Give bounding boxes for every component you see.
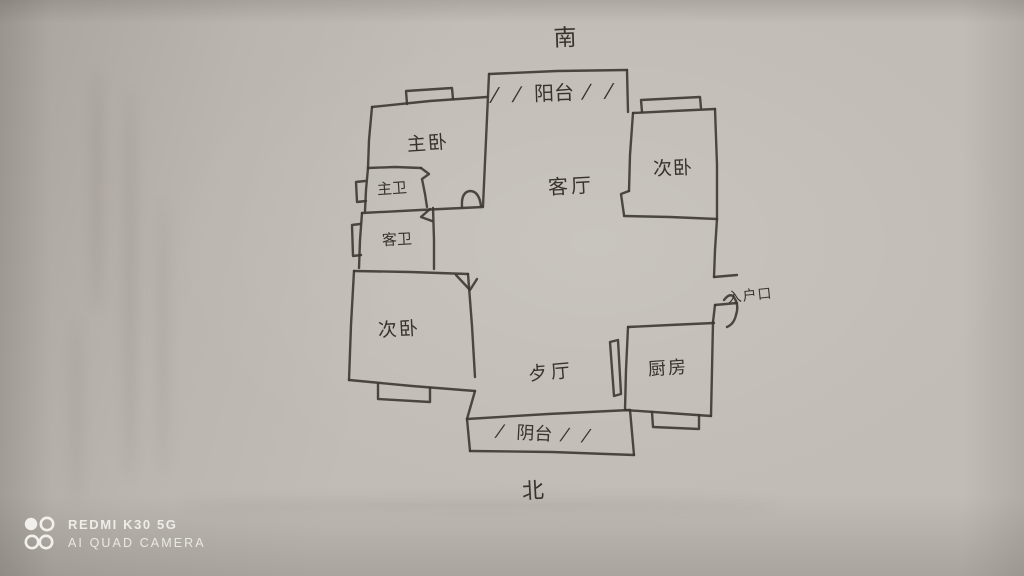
master-bathroom-walls bbox=[354, 166, 431, 213]
door-opening-hook bbox=[619, 189, 631, 217]
entrance-jamb bbox=[712, 273, 739, 279]
master-bedroom-walls bbox=[366, 86, 489, 170]
wall-segment bbox=[465, 408, 632, 421]
wall-segment bbox=[631, 107, 717, 115]
door-fold bbox=[419, 207, 434, 223]
window-marker bbox=[639, 95, 703, 114]
wall-segment bbox=[366, 105, 374, 170]
wall-segment bbox=[370, 95, 489, 109]
wall-segment bbox=[487, 68, 629, 76]
door-fold bbox=[454, 273, 479, 292]
compass-north-label: 北 bbox=[521, 478, 545, 505]
wall-segment bbox=[709, 320, 715, 418]
door-swing-arc bbox=[460, 189, 483, 209]
wall-segment bbox=[628, 408, 636, 457]
wall-segment bbox=[481, 72, 491, 208]
wall-segment bbox=[466, 272, 477, 379]
entrance-jamb bbox=[713, 301, 739, 307]
wall-segment bbox=[357, 211, 364, 270]
wall-segment bbox=[363, 166, 370, 213]
window-marker bbox=[650, 410, 701, 431]
kitchen-walls bbox=[608, 321, 716, 431]
watermark-text: REDMI K30 5G AI QUAD CAMERA bbox=[68, 517, 206, 550]
wall-segment bbox=[352, 269, 470, 276]
wall-segment bbox=[711, 303, 717, 324]
label-bedroom-southwest: 次卧 bbox=[377, 317, 421, 342]
wall-segment bbox=[713, 107, 719, 221]
door-leaf bbox=[608, 338, 623, 398]
hallway-walls bbox=[360, 189, 485, 223]
bedroom-northeast-walls bbox=[619, 95, 719, 221]
window-marker bbox=[404, 86, 455, 106]
watermark-device-text: REDMI K30 5G bbox=[68, 516, 178, 532]
door-swing-arc bbox=[722, 294, 739, 329]
compass-south-label: 南 bbox=[553, 25, 577, 52]
window-marker bbox=[350, 222, 363, 258]
label-dining-room: 歺厅 bbox=[527, 359, 575, 386]
hatch-marks: / / bbox=[579, 79, 621, 103]
wall-segment bbox=[622, 214, 719, 221]
balcony-north-name: 阴台 bbox=[515, 422, 553, 446]
wall-segment bbox=[623, 408, 713, 418]
window-marker bbox=[354, 179, 368, 204]
balcony-south-walls bbox=[481, 68, 630, 208]
wall-segment bbox=[347, 378, 477, 393]
guest-bathroom-walls bbox=[350, 206, 436, 271]
label-balcony-south: / / 阳台 / / bbox=[488, 79, 621, 106]
wall-segment bbox=[626, 321, 716, 329]
label-master-bathroom: 主卫 bbox=[376, 178, 408, 199]
wall-segment bbox=[431, 206, 436, 271]
label-living-room: 客厅 bbox=[547, 172, 595, 200]
label-master-bedroom: 主卧 bbox=[406, 131, 450, 156]
right-outer-wall bbox=[709, 217, 739, 418]
camera-watermark: REDMI K30 5G AI QUAD CAMERA bbox=[22, 514, 206, 552]
wall-segment bbox=[366, 165, 423, 170]
window-marker bbox=[376, 382, 432, 404]
label-guest-bathroom: 客卫 bbox=[381, 229, 413, 250]
label-kitchen: 厨房 bbox=[647, 356, 689, 381]
wall-segment bbox=[627, 111, 635, 193]
wall-segment bbox=[419, 166, 431, 209]
wall-segment bbox=[712, 217, 719, 279]
watermark-camera-text: AI QUAD CAMERA bbox=[68, 535, 206, 550]
hatch-marks: / bbox=[493, 422, 512, 443]
wall-segment bbox=[625, 68, 630, 114]
wall-segment bbox=[468, 449, 636, 457]
hatch-marks: / / bbox=[488, 82, 529, 106]
balcony-south-name: 阳台 bbox=[533, 80, 575, 106]
label-bedroom-northeast: 次卧 bbox=[652, 156, 694, 181]
quad-camera-icon bbox=[24, 516, 55, 550]
balcony-north-walls bbox=[465, 408, 636, 457]
wall-segment bbox=[360, 205, 485, 215]
bedroom-southwest-walls bbox=[347, 269, 479, 421]
wall-segment bbox=[623, 325, 630, 412]
wall-segment bbox=[465, 417, 472, 453]
hatch-marks: / / bbox=[557, 425, 598, 447]
wall-segment bbox=[465, 389, 477, 421]
wall-segment bbox=[347, 269, 356, 382]
